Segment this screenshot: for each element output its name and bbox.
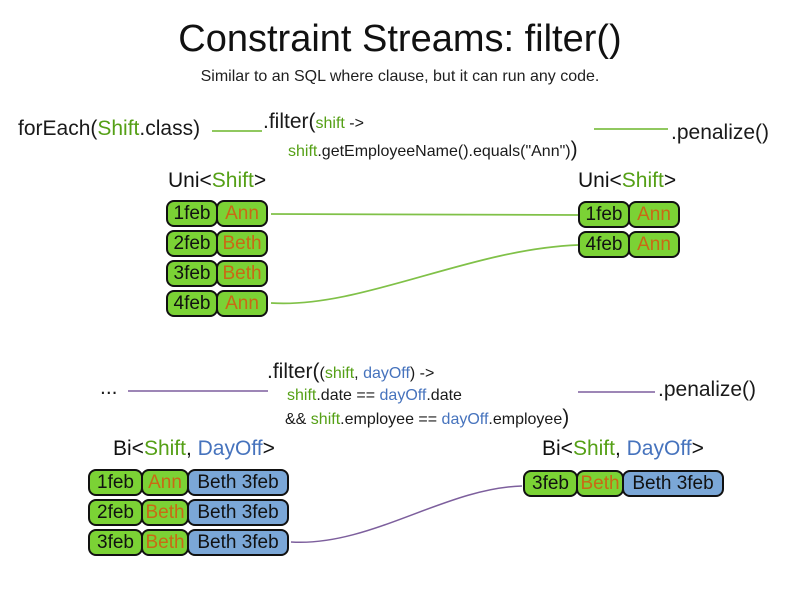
bi-filter-code-line2: shift.date == dayOff.date — [287, 385, 462, 406]
and-token: && — [285, 411, 311, 428]
shift-employee-cell: Ann — [141, 469, 189, 496]
uni-filter-code-line2: shift.getEmployeeName().equals("Ann")) — [288, 139, 578, 162]
label-pre-token: Bi< — [113, 437, 144, 460]
shift-date-cell: 3feb — [523, 470, 578, 497]
filter-fn-token: .filter( — [267, 360, 320, 383]
shift-employee-cell: Beth — [216, 230, 268, 257]
shift-date-cell: 4feb — [578, 231, 630, 258]
shift-employee-cell: Beth — [141, 529, 189, 556]
close-arrow-token: ) -> — [409, 365, 435, 382]
shift-date-cell: 3feb — [88, 529, 143, 556]
uni-row-4feb-connector — [270, 244, 579, 305]
label-post-token: > — [663, 169, 677, 192]
bi-row-3feb-connector — [290, 485, 523, 543]
dayoff-type-token: DayOff — [626, 437, 692, 460]
table-row: 4feb Ann — [578, 231, 680, 258]
uni-source-table: 1feb Ann 2feb Beth 3feb Beth 4feb Ann — [166, 200, 268, 317]
table-row: 3feb Beth — [166, 260, 268, 287]
shift-employee-cell: Ann — [216, 200, 268, 227]
table-row: 2feb Beth — [166, 230, 268, 257]
uni-row-1feb-connector — [270, 213, 579, 216]
date-field-token: .date — [426, 387, 462, 404]
dayoff-pair-cell: Beth 3feb — [187, 529, 289, 556]
bi-result-table: 3feb Beth Beth 3feb — [523, 470, 724, 497]
label-pre-token: Uni< — [578, 169, 622, 192]
dayoff-pair-cell: Beth 3feb — [187, 469, 289, 496]
shift-type-token: Shift — [572, 437, 615, 460]
comma-token: , — [185, 437, 198, 460]
filter-close-paren: ) — [562, 406, 570, 429]
filter-fn-token: .filter( — [263, 110, 316, 133]
shift-type-token: Shift — [211, 169, 254, 192]
table-row: 3feb Beth Beth 3feb — [88, 529, 289, 556]
label-post-token: > — [691, 437, 704, 460]
employee-field-token: .employee — [488, 411, 563, 428]
table-row: 2feb Beth Beth 3feb — [88, 499, 289, 526]
comma-token: , — [614, 437, 627, 460]
label-pre-token: Uni< — [168, 169, 212, 192]
dayoff-type-token: DayOff — [197, 437, 263, 460]
filter-close-paren: ) — [570, 138, 578, 161]
shift-date-cell: 2feb — [166, 230, 218, 257]
label-post-token: > — [253, 169, 267, 192]
shift-param-token: shift — [315, 115, 345, 132]
dayoff-param-token: dayOff — [379, 387, 427, 404]
table-row: 4feb Ann — [166, 290, 268, 317]
foreach-fn-token: forEach( — [18, 117, 98, 140]
shift-type-token: Shift — [621, 169, 664, 192]
bi-penalize-code: .penalize() — [658, 378, 757, 401]
shift-date-cell: 4feb — [166, 290, 218, 317]
page-subtitle: Similar to an SQL where clause, but it c… — [200, 68, 600, 85]
uni-penalize-code: .penalize() — [671, 121, 770, 144]
table-row: 1feb Ann Beth 3feb — [88, 469, 289, 496]
arrow-token: -> — [344, 115, 364, 132]
bi-source-dots: ... — [100, 376, 118, 399]
shift-date-cell: 3feb — [166, 260, 218, 287]
date-compare-token: .date == — [316, 387, 380, 404]
shift-param-token: shift — [310, 411, 341, 428]
shift-date-cell: 1feb — [578, 201, 630, 228]
shift-employee-cell: Beth — [216, 260, 268, 287]
bi-result-table-label: Bi<Shift, DayOff> — [542, 438, 704, 460]
table-row: 3feb Beth Beth 3feb — [523, 470, 724, 497]
label-pre-token: Bi< — [542, 437, 573, 460]
uni-source-table-label: Uni<Shift> — [168, 170, 266, 192]
uni-result-table-label: Uni<Shift> — [578, 170, 676, 192]
shift-param-token: shift — [288, 143, 318, 160]
uni-filter-code-line1: .filter(shift -> — [263, 111, 364, 134]
shift-type-token: Shift — [97, 117, 140, 140]
employee-compare-token: .employee == — [340, 411, 442, 428]
foreach-rest-token: .class) — [139, 117, 201, 140]
shift-employee-cell: Beth — [141, 499, 189, 526]
table-row: 1feb Ann — [578, 201, 680, 228]
label-post-token: > — [262, 437, 275, 460]
shift-param-token: shift — [324, 365, 355, 382]
bi-source-table-label: Bi<Shift, DayOff> — [113, 438, 275, 460]
shift-param-token: shift — [287, 387, 317, 404]
shift-employee-cell: Beth — [576, 470, 624, 497]
shift-type-token: Shift — [143, 437, 186, 460]
shift-date-cell: 1feb — [88, 469, 143, 496]
shift-employee-cell: Ann — [216, 290, 268, 317]
open-paren-token: ( — [319, 365, 325, 382]
shift-employee-cell: Ann — [628, 231, 680, 258]
comma-token: , — [354, 365, 364, 382]
dayoff-pair-cell: Beth 3feb — [187, 499, 289, 526]
shift-employee-cell: Ann — [628, 201, 680, 228]
table-row: 1feb Ann — [166, 200, 268, 227]
bi-filter-code-line3: && shift.employee == dayOff.employee) — [285, 407, 569, 430]
dayoff-param-token: dayOff — [363, 365, 410, 382]
shift-date-cell: 2feb — [88, 499, 143, 526]
filter-body-token: .getEmployeeName().equals("Ann") — [317, 143, 571, 160]
dayoff-param-token: dayOff — [441, 411, 489, 428]
page-title: Constraint Streams: filter() — [178, 18, 622, 60]
bi-source-table: 1feb Ann Beth 3feb 2feb Beth Beth 3feb 3… — [88, 469, 289, 556]
uni-result-table: 1feb Ann 4feb Ann — [578, 201, 680, 258]
bi-filter-code-line1: .filter((shift, dayOff) -> — [267, 361, 434, 384]
shift-date-cell: 1feb — [166, 200, 218, 227]
dayoff-pair-cell: Beth 3feb — [622, 470, 724, 497]
foreach-code: forEach(Shift.class) — [18, 118, 200, 139]
